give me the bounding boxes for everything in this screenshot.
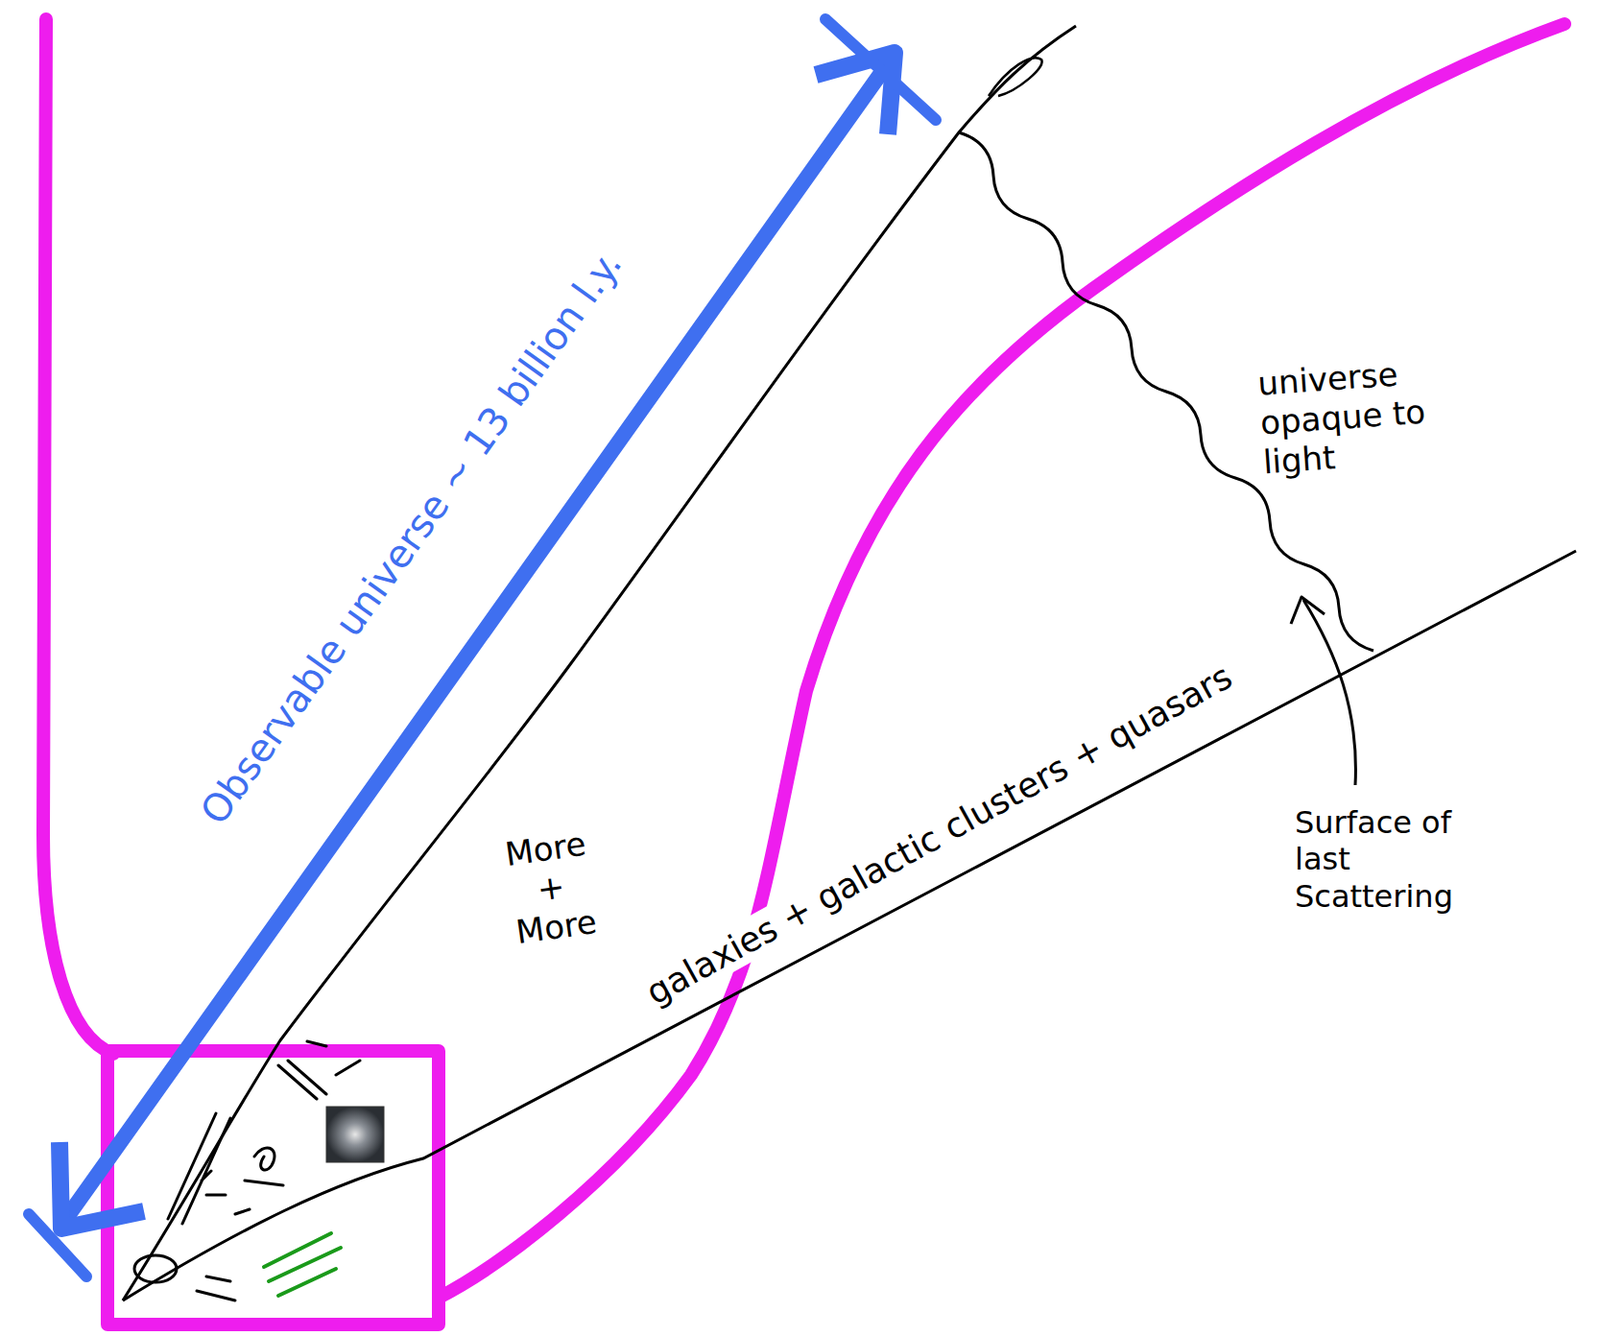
scale-arrowhead: [59, 1142, 144, 1229]
observer-eye: [134, 1255, 177, 1283]
scale-tick: [28, 1214, 87, 1277]
last-scattering-note: Surface of last Scattering: [1290, 804, 1510, 915]
scale-tick: [825, 19, 936, 120]
scale-arrow: [67, 59, 891, 1218]
contents-label: galaxies + galactic clusters + quasars: [635, 654, 1242, 1017]
more-label: More + More: [491, 822, 611, 954]
inset-scribble: [196, 1276, 236, 1301]
cone-line: [122, 25, 1076, 1301]
inset-scribble: [263, 1233, 341, 1296]
boundary-curve: [43, 19, 1565, 1298]
opaque-note: universe opaque to light: [1252, 348, 1489, 482]
inset-scribble: [167, 1041, 360, 1224]
pointer-arrowhead: [1290, 597, 1325, 624]
pointer-arrow: [1303, 599, 1356, 786]
galaxy-photo: [326, 1106, 384, 1163]
cone-loop: [988, 57, 1043, 96]
